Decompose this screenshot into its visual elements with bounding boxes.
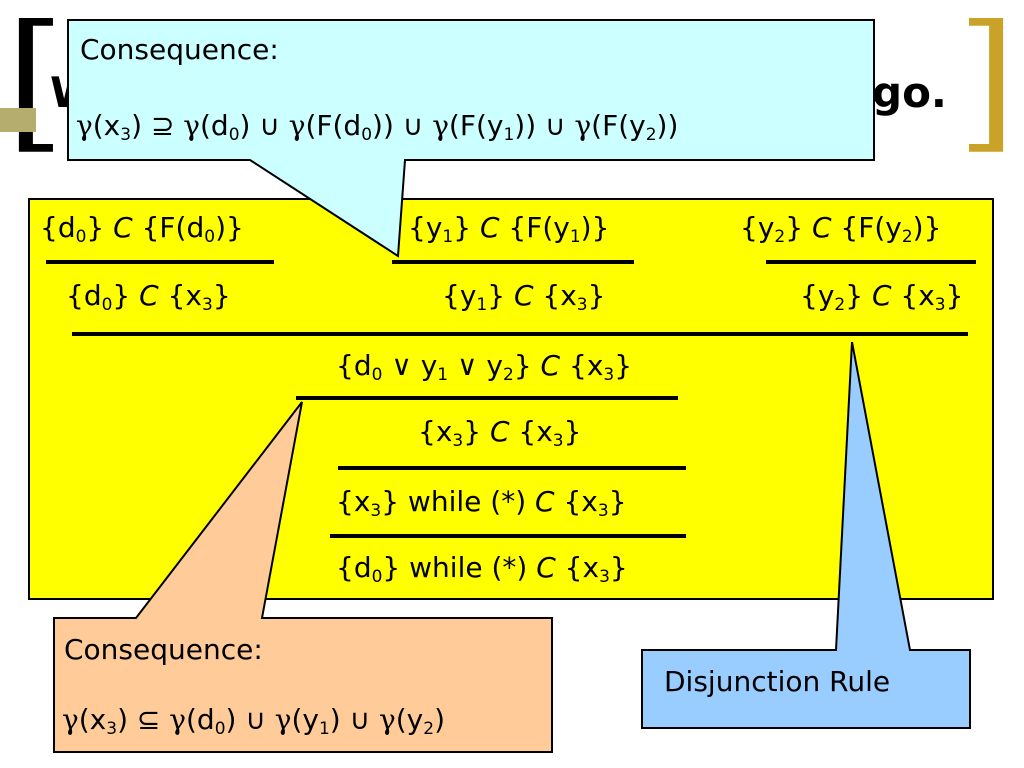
inference-line-final [330,534,686,538]
conclusion-y1: {y1} C {x3} [442,279,606,315]
callout-top-formula: γ(x3) ⊇ γ(d0) ∪ γ(F(d0)) ∪ γ(F(y1)) ∪ γ(… [76,109,679,145]
inference-line-disjunction [72,332,968,336]
while-judgment-d0: {d0} while (*) C {x3} [336,551,628,587]
inference-line-d0 [46,260,274,264]
inference-line-while [338,466,686,470]
right-bracket: ] [957,0,1016,168]
callout-top-heading: Consequence: [80,33,279,66]
callout-top-shape [67,19,875,258]
accent-bar [0,108,36,132]
inference-line-consequence [296,396,678,400]
disjunction-judgment: {d0 ∨ y1 ∨ y2} C {x3} [336,349,633,385]
premise-y2: {y2} C {F(y2)} [740,211,942,247]
premise-y1: {y1} C {F(y1)} [408,211,610,247]
premise-d0: {d0} C {F(d0)} [40,211,244,247]
callout-right-label: Disjunction Rule [664,665,891,698]
callout-bottom-shape [53,401,553,753]
consequence-judgment: {x3} C {x3} [418,415,582,451]
inference-line-y1 [392,260,634,264]
inference-line-y2 [766,260,976,264]
conclusion-y2: {y2} C {x3} [800,279,964,315]
while-judgment-x3: {x3} while (*) C {x3} [336,485,627,521]
callout-right-shape [641,341,971,729]
callout-bottom-heading: Consequence: [64,633,263,666]
conclusion-d0: {d0} C {x3} [66,279,231,315]
title-fragment-right: go. [872,68,947,117]
callout-bottom-formula: γ(x3) ⊆ γ(d0) ∪ γ(y1) ∪ γ(y2) [62,703,446,739]
